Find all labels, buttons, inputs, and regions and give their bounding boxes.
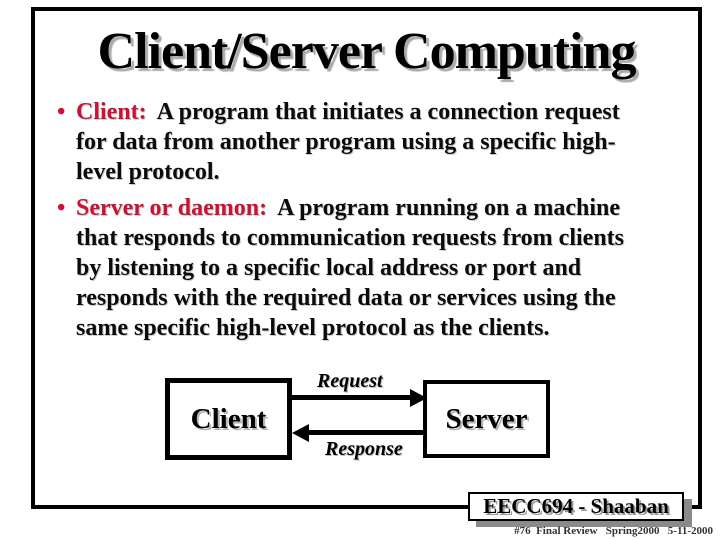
bullet-dot: • [57,195,66,221]
client-box: Client [165,378,292,460]
slide-title: Client/Server Computing [97,23,637,80]
request-label: Request [317,370,383,392]
bullet-keyword: Client: [76,99,147,125]
response-arrow-head-icon [292,424,309,442]
bullet-line: for data from another program using a sp… [76,129,616,155]
bullet-line: same specific high-level protocol as the… [76,315,550,341]
bullet-item-server: • Server or daemon: A program running on … [57,193,687,343]
bullet-line: by listening to a specific local address… [76,255,582,281]
bullet-list: • Client: A program that initiates a conn… [57,97,687,343]
bullet-line-text: A program running on a machine [277,195,621,221]
bullet-line: Client: A program that initiates a connec… [76,97,687,127]
server-box: Server [423,380,550,458]
bullet-line: level protocol. [76,159,220,185]
request-arrow-line [291,395,412,400]
bullet-item-client: • Client: A program that initiates a conn… [57,97,687,187]
course-badge: EECC694 - Shaaban [468,492,684,521]
footnote-text: #76 Final Review Spring2000 5-11-2000 [514,525,713,537]
bullet-line: Server or daemon: A program running on a … [76,193,687,223]
bullet-line: responds with the required data or servi… [76,285,616,311]
slide-border-frame [31,7,702,509]
response-label: Response [325,438,403,460]
bullet-dot: • [57,99,66,125]
request-arrow-head-icon [410,389,427,407]
bullet-keyword: Server or daemon: [76,195,268,221]
bullet-line-text: A program that initiates a connection re… [156,99,620,125]
bullet-line: that responds to communication requests … [76,225,624,251]
response-arrow-line [309,430,424,435]
bullet-text: Client: A program that initiates a connec… [76,97,687,187]
bullet-text: Server or daemon: A program running on a … [76,193,687,343]
